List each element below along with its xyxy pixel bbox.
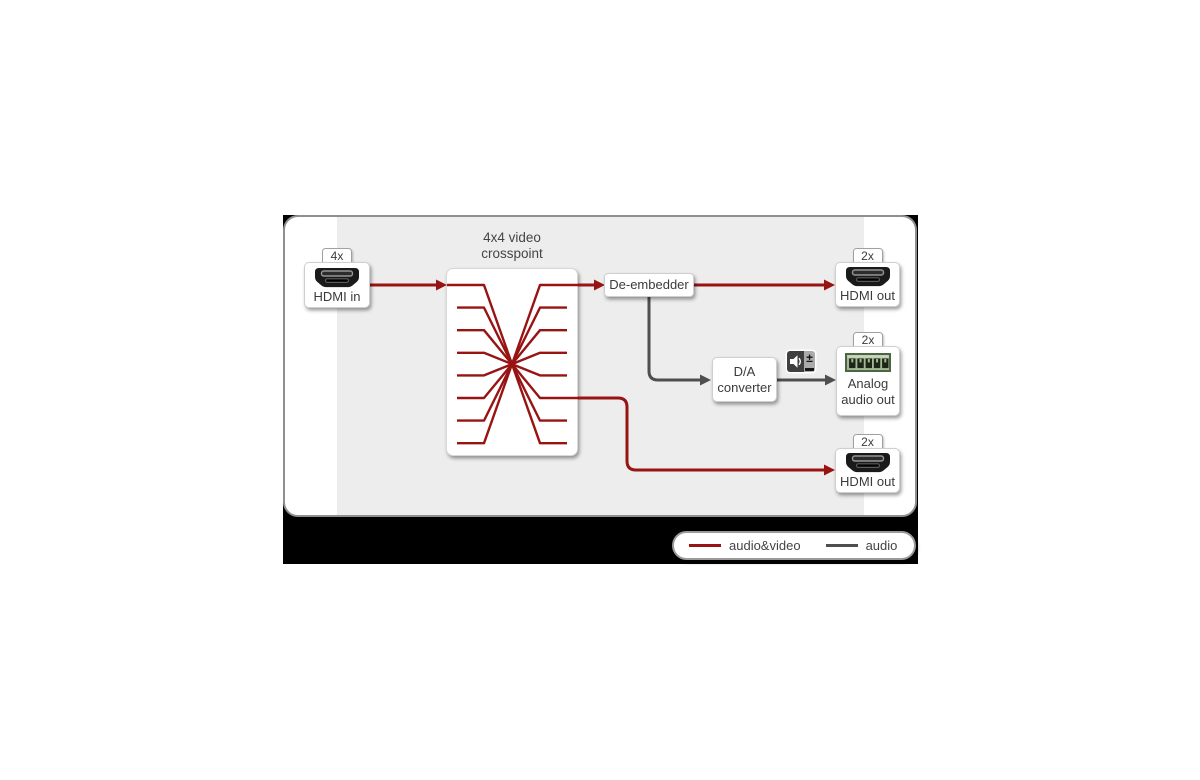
hdmi-out-bottom-count: 2x	[861, 435, 874, 449]
da-converter-label-line1: D/A	[733, 364, 756, 379]
hdmi-connector-icon	[845, 452, 890, 474]
hdmi-in-count: 4x	[330, 249, 344, 263]
hdmi-out-bottom-card: HDMI out	[835, 448, 900, 493]
analog-audio-out-count: 2x	[861, 333, 875, 347]
analog-audio-out-label-line2: audio out	[841, 392, 895, 407]
audio-label: audio	[865, 538, 898, 553]
speaker-icon	[787, 351, 804, 372]
plus-minus-glyph: ±	[806, 351, 813, 365]
plus-minus-badge: ±	[804, 351, 815, 372]
panel-inner-band	[337, 217, 864, 515]
legend: audio&video audio	[672, 531, 916, 560]
audio-video-line-sample	[689, 544, 721, 547]
hdmi-out-bottom-node: 2x HDMI out	[835, 434, 900, 493]
crosspoint-title-line2: crosspoint	[481, 245, 543, 261]
hdmi-out-top-card: HDMI out	[835, 262, 900, 307]
hdmi-out-top-count-badge: 2x	[852, 248, 883, 266]
hdmi-in-label: HDMI in	[313, 289, 361, 304]
device-panel	[283, 215, 917, 517]
analog-audio-out-label-line1: Analog	[847, 376, 889, 391]
hdmi-out-top-node: 2x HDMI out	[835, 248, 900, 307]
volume-control-icon: ±	[787, 351, 815, 372]
hdmi-connector-icon	[845, 266, 890, 288]
plus-minus-underline	[805, 368, 814, 371]
crosspoint-title-line1: 4x4 video	[483, 230, 541, 245]
da-converter-box: D/A converter	[712, 357, 777, 402]
audio-line-sample	[825, 544, 858, 547]
hdmi-out-top-label: HDMI out	[840, 288, 895, 303]
hdmi-out-bottom-label: HDMI out	[840, 474, 895, 489]
crosspoint-box	[446, 268, 578, 456]
crosspoint-title: 4x4 video crosspoint	[446, 230, 578, 261]
hdmi-connector-icon	[315, 267, 359, 289]
terminal-block-icon	[845, 352, 891, 372]
hdmi-in-node: 4x HDMI in	[304, 248, 370, 308]
da-converter-label-line2: converter	[717, 379, 772, 395]
analog-audio-out-card: Analog audio out	[836, 346, 900, 416]
analog-audio-out-node: 2x Analog audi	[836, 332, 900, 416]
de-embedder-box: De-embedder	[604, 273, 694, 297]
de-embedder-label: De-embedder	[609, 277, 689, 293]
hdmi-out-top-count: 2x	[861, 249, 874, 263]
hdmi-in-card: HDMI in	[304, 262, 370, 308]
audio-video-label: audio&video	[729, 538, 801, 553]
